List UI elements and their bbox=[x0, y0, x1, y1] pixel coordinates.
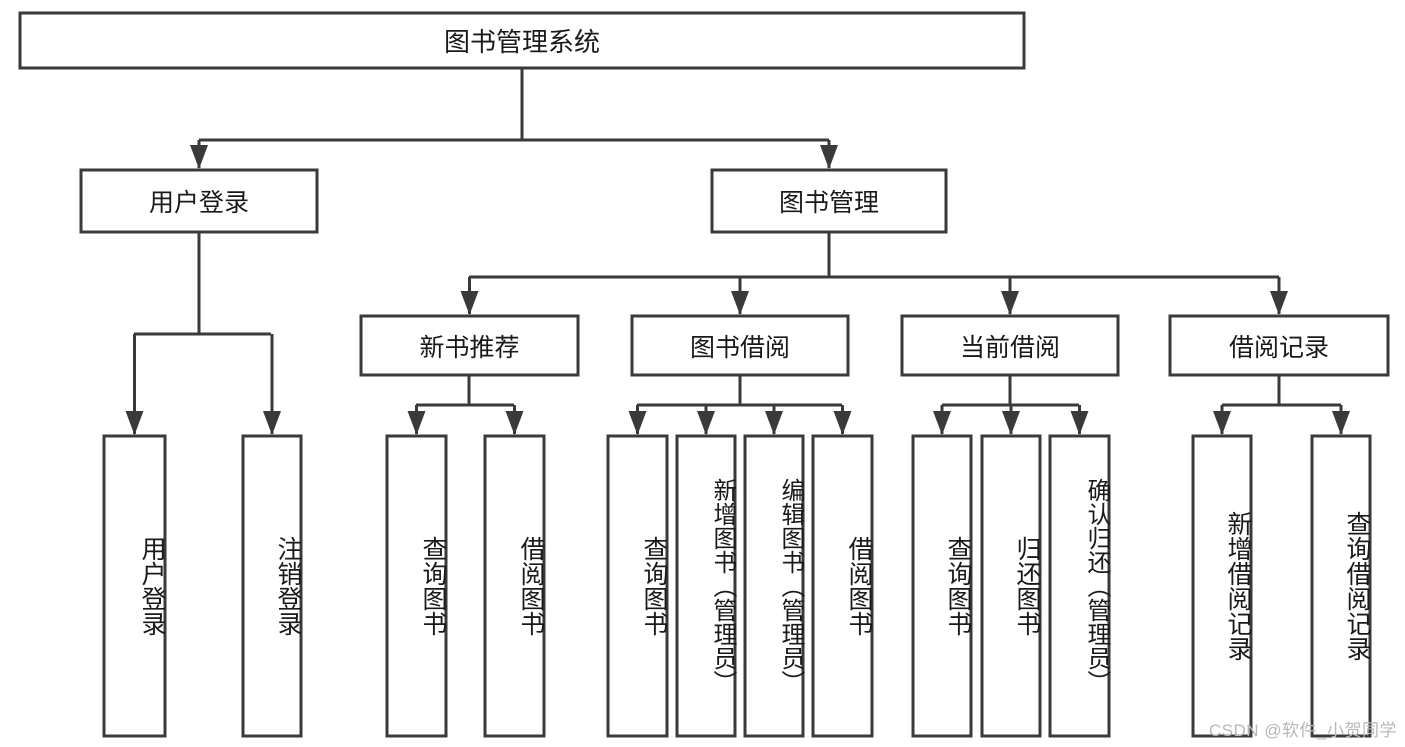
arrow-head-icon bbox=[1002, 411, 1020, 435]
node-box-leaf-query-record[interactable] bbox=[1310, 434, 1372, 738]
arrow-head-icon bbox=[263, 411, 281, 435]
node-box-leaf-query-book-2[interactable] bbox=[606, 434, 669, 738]
arrow-head-icon bbox=[1270, 291, 1288, 315]
node-box-root[interactable] bbox=[18, 11, 1026, 70]
node-box-leaf-user-login[interactable] bbox=[102, 434, 167, 738]
arrow-head-icon bbox=[820, 145, 838, 169]
node-box-user-login[interactable] bbox=[79, 168, 319, 234]
arrow-head-icon bbox=[125, 411, 144, 435]
arrow-head-icon bbox=[1213, 411, 1231, 435]
arrow-head-icon bbox=[407, 411, 426, 435]
arrow-head-icon bbox=[933, 411, 951, 435]
node-box-new-book-recommend[interactable] bbox=[359, 314, 580, 377]
node-box-leaf-borrow-book-2[interactable] bbox=[811, 434, 874, 738]
node-box-leaf-confirm-return[interactable] bbox=[1048, 434, 1111, 738]
node-box-current-borrow[interactable] bbox=[900, 314, 1120, 377]
arrow-head-icon bbox=[1001, 291, 1019, 315]
nodes-layer bbox=[18, 11, 1390, 738]
node-box-leaf-add-book[interactable] bbox=[675, 434, 737, 738]
arrow-head-icon bbox=[505, 411, 524, 435]
node-box-leaf-query-book-1[interactable] bbox=[385, 434, 448, 738]
node-box-borrow-record[interactable] bbox=[1168, 314, 1390, 377]
arrow-head-icon bbox=[765, 411, 783, 435]
watermark-text: CSDN @软件_小贺同学 bbox=[1208, 721, 1397, 740]
node-box-leaf-logout-login[interactable] bbox=[241, 434, 303, 738]
connectors-layer bbox=[125, 68, 1350, 435]
node-box-book-manage[interactable] bbox=[710, 168, 948, 234]
arrow-head-icon bbox=[731, 291, 749, 315]
arrow-head-icon bbox=[833, 411, 852, 435]
arrow-head-icon bbox=[460, 291, 479, 315]
node-box-leaf-edit-book[interactable] bbox=[743, 434, 805, 738]
arrow-head-icon bbox=[1332, 411, 1350, 435]
node-box-leaf-query-book-3[interactable] bbox=[911, 434, 973, 738]
arrow-head-icon bbox=[190, 145, 208, 169]
node-box-leaf-return-book[interactable] bbox=[980, 434, 1042, 738]
arrow-head-icon bbox=[628, 411, 647, 435]
node-box-leaf-borrow-book-1[interactable] bbox=[483, 434, 546, 738]
node-box-leaf-add-record[interactable] bbox=[1191, 434, 1253, 738]
node-box-book-borrow[interactable] bbox=[630, 314, 850, 377]
arrow-head-icon bbox=[1070, 411, 1089, 435]
arrow-head-icon bbox=[697, 411, 715, 435]
